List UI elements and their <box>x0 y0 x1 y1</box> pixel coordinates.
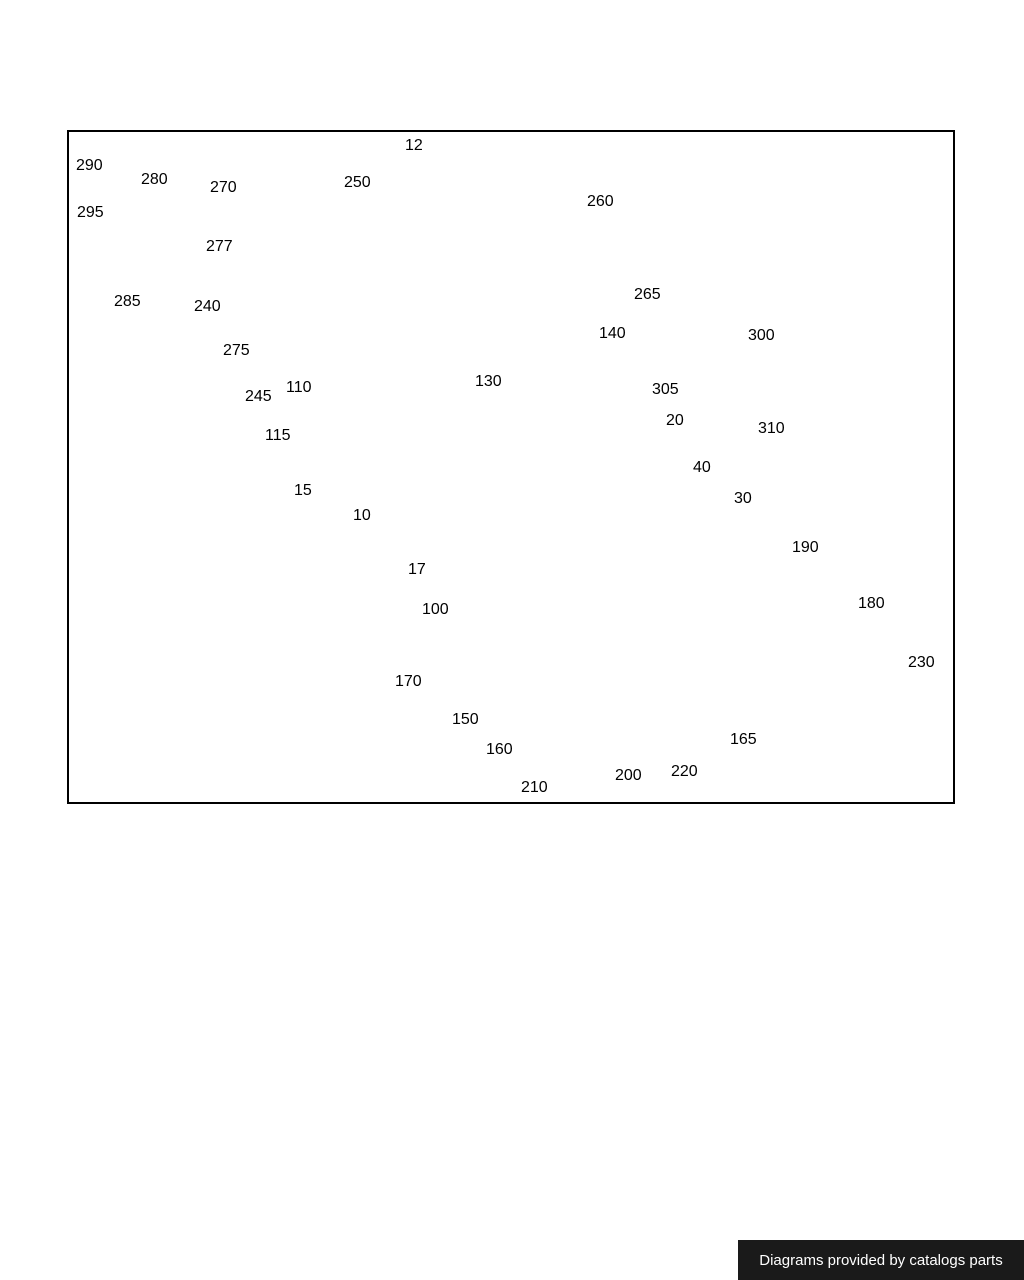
callout-305[interactable]: 305 <box>652 381 679 398</box>
callout-275[interactable]: 275 <box>223 342 250 359</box>
callout-265[interactable]: 265 <box>634 286 661 303</box>
callout-270[interactable]: 270 <box>210 179 237 196</box>
callout-240[interactable]: 240 <box>194 298 221 315</box>
callout-280[interactable]: 280 <box>141 171 168 188</box>
callout-130[interactable]: 130 <box>475 373 502 390</box>
callout-15[interactable]: 15 <box>294 482 312 499</box>
callout-165[interactable]: 165 <box>730 731 757 748</box>
callout-230[interactable]: 230 <box>908 654 935 671</box>
diagram-frame <box>67 130 955 804</box>
callout-40[interactable]: 40 <box>693 459 711 476</box>
callout-110[interactable]: 110 <box>286 379 312 396</box>
callout-115[interactable]: 115 <box>265 427 291 444</box>
callout-210[interactable]: 210 <box>521 779 548 796</box>
callout-310[interactable]: 310 <box>758 420 785 437</box>
callout-17[interactable]: 17 <box>408 561 426 578</box>
callout-295[interactable]: 295 <box>77 204 104 221</box>
callout-277[interactable]: 277 <box>206 238 233 255</box>
callout-170[interactable]: 170 <box>395 673 422 690</box>
callout-290[interactable]: 290 <box>76 157 103 174</box>
callout-140[interactable]: 140 <box>599 325 626 342</box>
footer-text: Diagrams provided by catalogs parts <box>759 1251 1003 1269</box>
callout-160[interactable]: 160 <box>486 741 513 758</box>
callout-245[interactable]: 245 <box>245 388 272 405</box>
callout-260[interactable]: 260 <box>587 193 614 210</box>
callout-20[interactable]: 20 <box>666 412 684 429</box>
callout-10[interactable]: 10 <box>353 507 371 524</box>
footer-banner: Diagrams provided by catalogs parts <box>738 1240 1024 1280</box>
callout-180[interactable]: 180 <box>858 595 885 612</box>
callout-150[interactable]: 150 <box>452 711 479 728</box>
callout-200[interactable]: 200 <box>615 767 642 784</box>
callout-190[interactable]: 190 <box>792 539 819 556</box>
callout-220[interactable]: 220 <box>671 763 698 780</box>
callout-250[interactable]: 250 <box>344 174 371 191</box>
callout-285[interactable]: 285 <box>114 293 141 310</box>
callout-12[interactable]: 12 <box>405 137 423 154</box>
callout-30[interactable]: 30 <box>734 490 752 507</box>
callout-100[interactable]: 100 <box>422 601 449 618</box>
callout-300[interactable]: 300 <box>748 327 775 344</box>
